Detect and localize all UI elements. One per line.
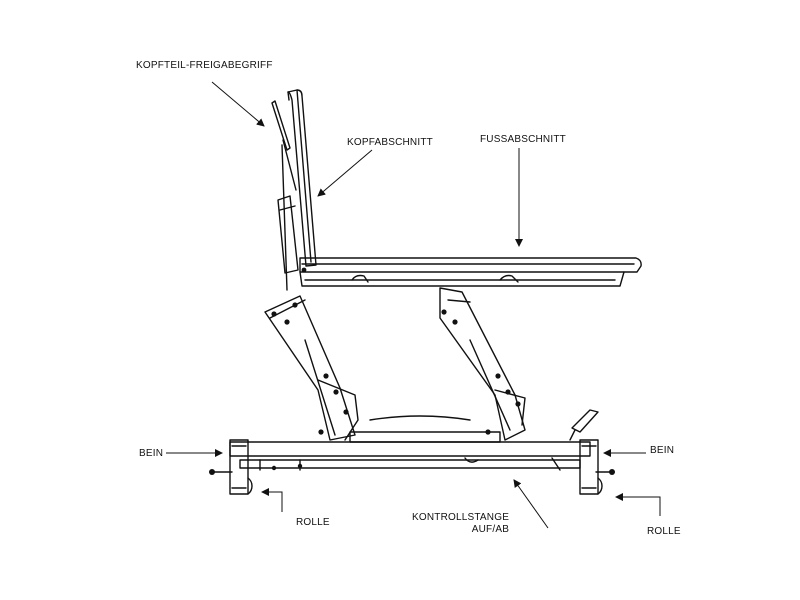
arrow-control-bar	[513, 479, 549, 529]
base-frame	[229, 441, 591, 471]
scissor-lift-right	[439, 287, 526, 441]
foot-section-tabletop	[299, 257, 642, 287]
label-control-bar-line1: KONTROLLSTANGE	[412, 512, 510, 523]
label-foot-section: FUSSABSCHNITT	[480, 134, 566, 145]
arrow-head-section	[317, 149, 373, 197]
label-control-bar-line2: AUF/AB	[471, 524, 510, 535]
arrow-roller-left	[261, 488, 283, 512]
roller-left-arc	[247, 477, 253, 495]
lift-crossbar	[349, 431, 501, 443]
label-leg-left: BEIN	[139, 448, 164, 459]
label-head-release-handle: KOPFTEIL-FREIGABEGRIFF	[136, 60, 273, 71]
scissor-lift-left	[264, 295, 359, 441]
head-section-backrest	[287, 89, 317, 267]
label-roller-right: ROLLE	[647, 526, 681, 537]
head-release-handle	[271, 100, 299, 291]
label-control-bar: KONTROLLSTANGE AUF/AB	[412, 512, 509, 536]
label-leg-right: BEIN	[650, 445, 675, 456]
roller-right-arc	[597, 477, 603, 495]
pedal	[571, 409, 599, 433]
arrow-roller-right	[615, 493, 661, 516]
label-head-section: KOPFABSCHNITT	[347, 137, 433, 148]
leg-left	[229, 439, 249, 495]
joint-dots	[209, 267, 615, 475]
label-roller-left: ROLLE	[296, 517, 330, 528]
arrow-head-release	[211, 81, 265, 127]
leg-right	[579, 439, 599, 495]
